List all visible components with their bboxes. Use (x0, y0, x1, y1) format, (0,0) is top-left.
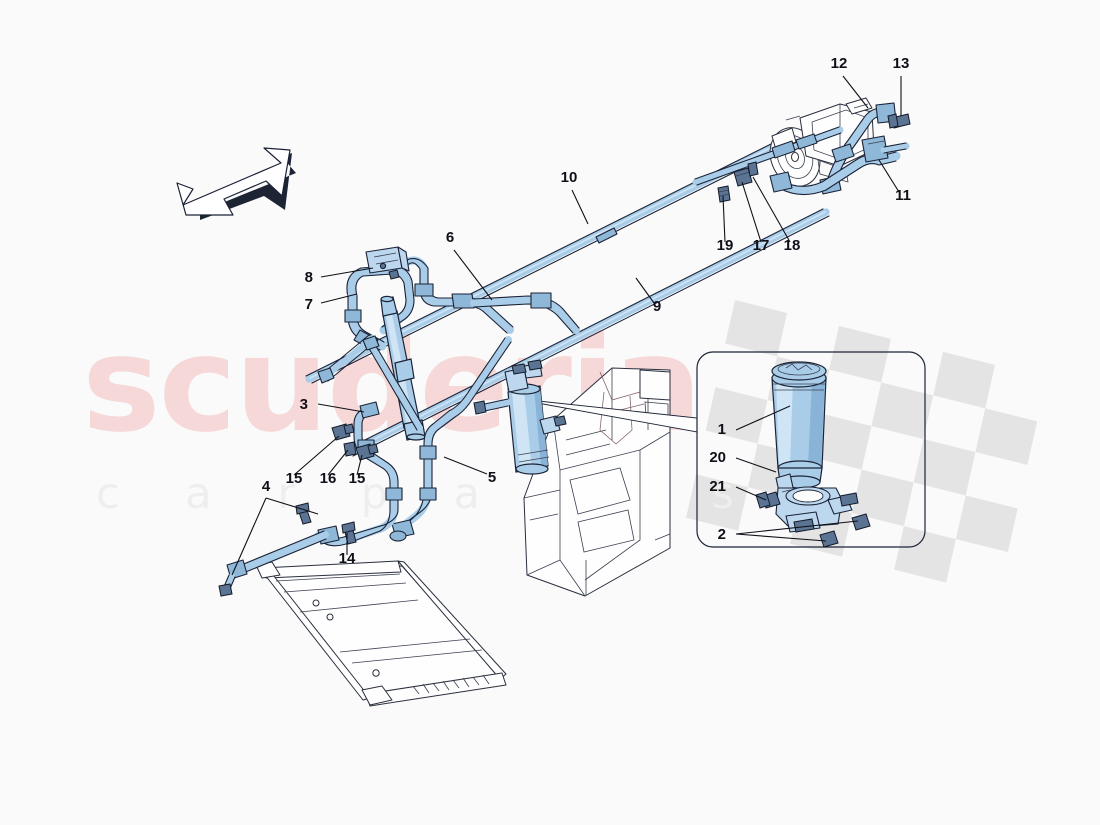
condenser-radiator (255, 560, 507, 707)
callout-leader-12 (842, 75, 869, 109)
callout-14: 14 (339, 533, 356, 567)
clamp-15-left (331, 423, 355, 441)
callout-leader-21 (735, 486, 767, 501)
callout-12: 12 (831, 55, 869, 109)
clamp-16 (343, 441, 357, 457)
callout-15b: 15 (349, 454, 366, 487)
callout-3: 3 (300, 396, 365, 413)
callout-leader-5 (443, 456, 488, 475)
callout-16: 16 (320, 449, 349, 487)
callout-8: 8 (305, 267, 374, 286)
callout-number-4: 4 (262, 478, 271, 495)
nut-2-a (851, 513, 871, 531)
callout-leader-4 (231, 497, 319, 576)
callout-11: 11 (878, 159, 911, 204)
callout-15: 15 (286, 435, 340, 487)
bolt-13 (887, 113, 911, 129)
refrigerant-pipe-5 (389, 336, 512, 542)
callout-number-16: 16 (320, 470, 337, 487)
callout-number-15b: 15 (349, 470, 366, 487)
receiver-dryer-main (473, 359, 567, 475)
callout-number-13: 13 (893, 55, 910, 72)
receiver-dryer-detail-inset (696, 351, 926, 548)
direction-arrow (176, 147, 296, 220)
callout-leader-1 (735, 405, 791, 431)
callout-number-3: 3 (300, 396, 308, 413)
callout-leader-19 (722, 195, 726, 243)
checkered-flag-watermark (686, 300, 1038, 583)
clamp-15-right (355, 443, 379, 461)
clamp-18 (747, 161, 759, 177)
callout-number-6: 6 (446, 229, 454, 246)
callout-number-19: 19 (717, 237, 734, 254)
callout-21: 21 (709, 478, 767, 501)
callout-number-18: 18 (784, 237, 801, 254)
callout-leader-6 (453, 249, 493, 301)
callout-20: 20 (709, 449, 777, 473)
callout-number-7: 7 (305, 296, 313, 313)
callout-leader-16 (327, 449, 349, 476)
callout-5: 5 (443, 456, 496, 486)
pipe-assembly-center (317, 295, 426, 441)
callout-number-17: 17 (753, 237, 770, 254)
callout-19: 19 (717, 195, 734, 254)
callout-leader-15 (293, 435, 340, 476)
compressor-inlet-pipe (692, 126, 844, 186)
bolt-21-inset (755, 491, 781, 509)
callout-17: 17 (741, 181, 770, 254)
dryer-bracket (775, 473, 859, 533)
callout-leader-2 (735, 520, 859, 542)
callout-number-2: 2 (718, 526, 726, 543)
callout-2: 2 (718, 520, 859, 543)
refrigerant-pipe-6 (400, 256, 580, 334)
callout-number-8: 8 (305, 269, 313, 286)
callout-7: 7 (305, 293, 358, 313)
clamp-19 (717, 185, 731, 203)
callout-6: 6 (446, 229, 493, 301)
callout-leader-17 (741, 181, 762, 243)
callout-leader-15b (356, 454, 363, 476)
callout-leader-20 (735, 457, 777, 473)
callout-number-21: 21 (709, 478, 726, 495)
callout-10: 10 (561, 169, 589, 225)
callout-leader-18 (752, 176, 791, 243)
callout-leader-3 (317, 403, 365, 413)
callout-18: 18 (752, 176, 801, 254)
callout-leader-8 (320, 267, 374, 278)
nut-2-b (819, 530, 839, 548)
callout-9: 9 (635, 277, 661, 315)
callout-number-1: 1 (718, 421, 726, 438)
callout-number-14: 14 (339, 550, 356, 567)
compressor-hose-11 (769, 135, 910, 196)
callout-leader-7 (320, 293, 358, 304)
callout-leader-9 (635, 277, 655, 304)
refrigerant-pipe-4 (218, 530, 329, 597)
callout-number-15: 15 (286, 470, 303, 487)
callout-number-11: 11 (895, 187, 911, 204)
callout-leader-11 (878, 159, 900, 193)
callout-number-9: 9 (653, 298, 661, 315)
callout-leader-10 (571, 189, 589, 225)
callout-13: 13 (893, 55, 910, 116)
long-pipe-9 (346, 208, 830, 457)
callout-number-10: 10 (561, 169, 578, 186)
callout-4: 4 (231, 478, 319, 576)
callout-number-20: 20 (709, 449, 726, 466)
callout-number-12: 12 (831, 55, 848, 72)
callout-number-5: 5 (488, 469, 496, 486)
callout-1: 1 (718, 405, 791, 438)
pipe-bracket-8 (365, 246, 410, 280)
clamp-17 (733, 167, 753, 187)
